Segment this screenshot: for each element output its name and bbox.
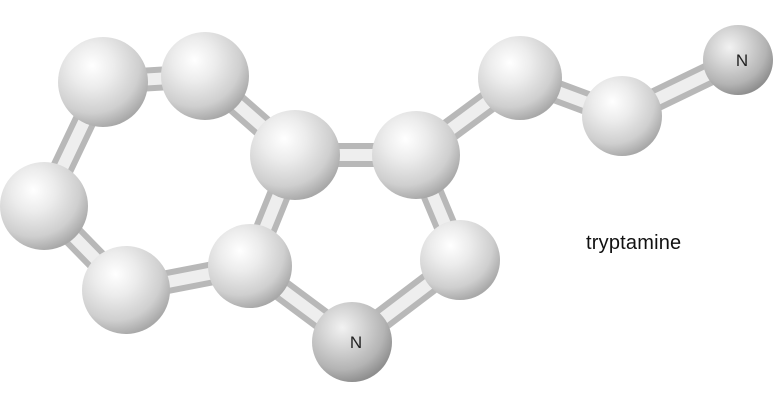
atom-n-ring5: N [312,302,392,382]
molecule-name-caption: tryptamine [586,232,682,254]
atom-c-ring5-1 [372,111,460,199]
atom-c-ring5-2 [420,220,500,300]
atom-c-ring6-3 [0,162,88,250]
carbon-sphere [420,220,500,300]
carbon-sphere [582,76,662,156]
carbon-sphere [478,36,562,120]
carbon-sphere [82,246,170,334]
nitrogen-sphere [312,302,392,382]
atom-c-ring6-5 [208,224,292,308]
atom-label: N [736,51,748,70]
carbon-sphere [250,110,340,200]
atoms-group: NN [0,25,773,382]
atom-label: N [350,333,362,352]
carbon-sphere [372,111,460,199]
atom-c-ring6-6 [250,110,340,200]
atom-c-chain-2 [582,76,662,156]
nitrogen-sphere [703,25,773,95]
carbon-sphere [161,32,249,120]
atom-c-ring6-2 [58,37,148,127]
atom-c-ring6-1 [161,32,249,120]
carbon-sphere [0,162,88,250]
atom-c-chain-1 [478,36,562,120]
atom-c-ring6-4 [82,246,170,334]
carbon-sphere [208,224,292,308]
atom-n-amine: N [703,25,773,95]
carbon-sphere [58,37,148,127]
